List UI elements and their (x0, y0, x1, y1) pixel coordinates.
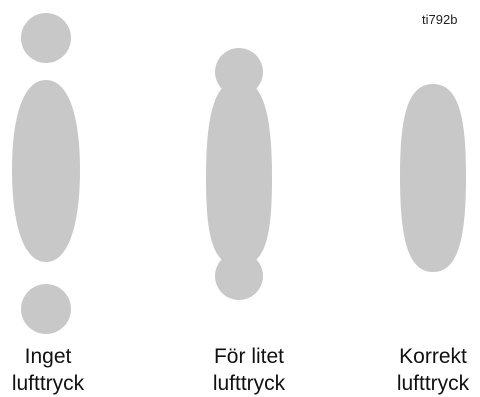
pattern-bottom-tail (215, 252, 263, 300)
pattern-bottom-blob (21, 284, 71, 334)
caption-low-air: För litet lufttryck (174, 343, 324, 397)
pattern-center-body (400, 84, 466, 272)
caption-line-2: lufttryck (358, 370, 480, 397)
caption-line-1: Inget (0, 343, 123, 370)
pattern-center-body (206, 80, 272, 266)
pattern-center-body (12, 80, 80, 262)
caption-line-1: Korrekt (358, 343, 480, 370)
spray-pattern-no-air (12, 13, 80, 334)
pattern-top-blob (21, 13, 71, 63)
caption-no-air: Inget lufttryck (0, 343, 123, 397)
caption-line-2: lufttryck (0, 370, 123, 397)
spray-pattern-low-air (206, 48, 272, 300)
caption-line-2: lufttryck (174, 370, 324, 397)
spray-pattern-correct (400, 84, 466, 272)
caption-correct: Korrekt lufttryck (358, 343, 480, 397)
caption-line-1: För litet (174, 343, 324, 370)
